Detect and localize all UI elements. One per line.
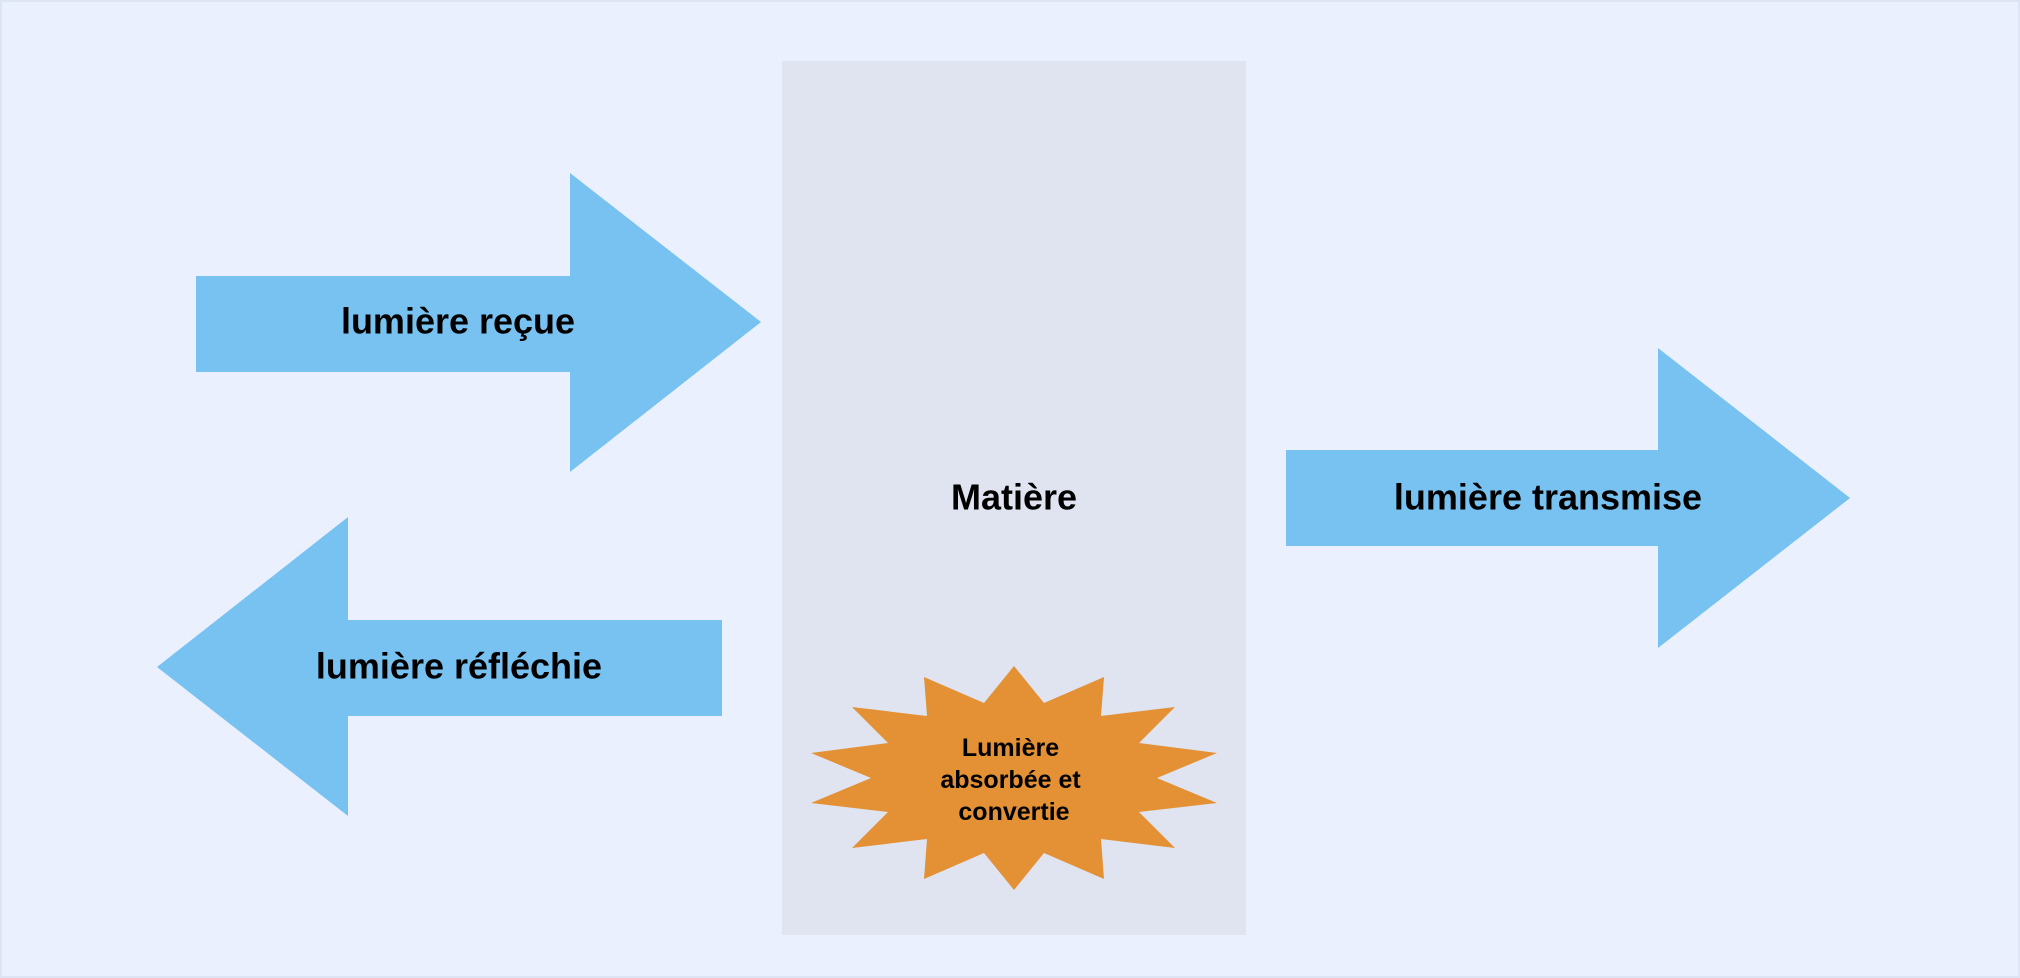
absorbed-light-label-line-2: absorbée et (940, 766, 1081, 794)
received-light-label: lumière reçue (341, 301, 575, 342)
reflected-light-label: lumière réfléchie (316, 646, 602, 687)
absorbed-light-burst (811, 666, 1217, 890)
absorbed-light-label: Lumière absorbée et convertie (940, 734, 1087, 826)
matter-label: Matière (951, 477, 1077, 518)
absorbed-light-label-line-3: convertie (958, 798, 1069, 826)
reflected-light-arrow (157, 517, 722, 816)
transmitted-light-arrow (1286, 348, 1850, 648)
transmitted-light-label: lumière transmise (1394, 477, 1702, 518)
absorbed-light-label-line-1: Lumière (962, 734, 1059, 762)
received-light-arrow (196, 173, 761, 472)
